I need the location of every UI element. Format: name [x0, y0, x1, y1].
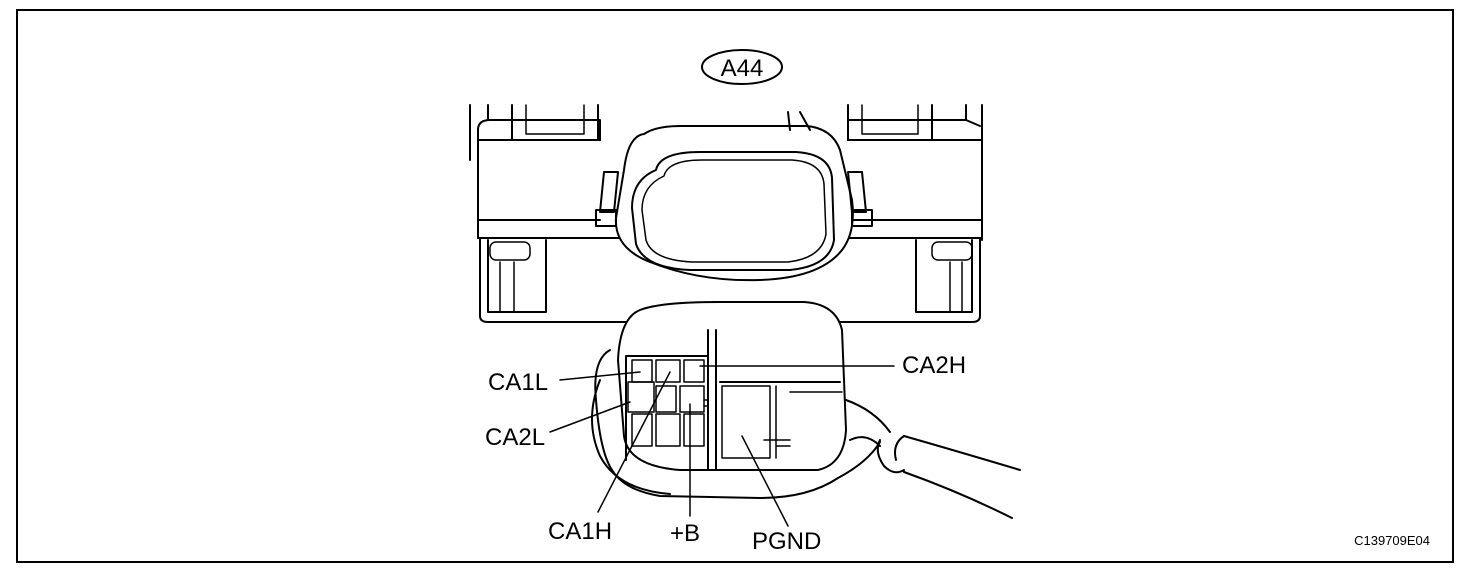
figure-frame [16, 9, 1454, 563]
leader-ca2l [549, 401, 631, 433]
harness-connector [591, 301, 1021, 519]
leader-lines [549, 365, 895, 527]
pin-label-plus-b: +B [670, 520, 700, 547]
leader-pgnd [741, 435, 789, 527]
ecu-housing [469, 104, 983, 323]
pin-label-pgnd: PGND [752, 528, 821, 555]
leader-ca1l [559, 371, 641, 381]
pin-label-ca1h: CA1H [548, 518, 612, 545]
pin-label-ca2h: CA2H [902, 352, 966, 379]
connector-tag: A44 [701, 49, 783, 85]
connector-tag-label: A44 [721, 55, 764, 82]
figure-code: C139709E04 [1354, 533, 1430, 548]
pin-label-ca2l: CA2L [485, 424, 545, 451]
leader-ca1h [597, 371, 671, 513]
pin-label-ca1l: CA1L [488, 369, 548, 396]
